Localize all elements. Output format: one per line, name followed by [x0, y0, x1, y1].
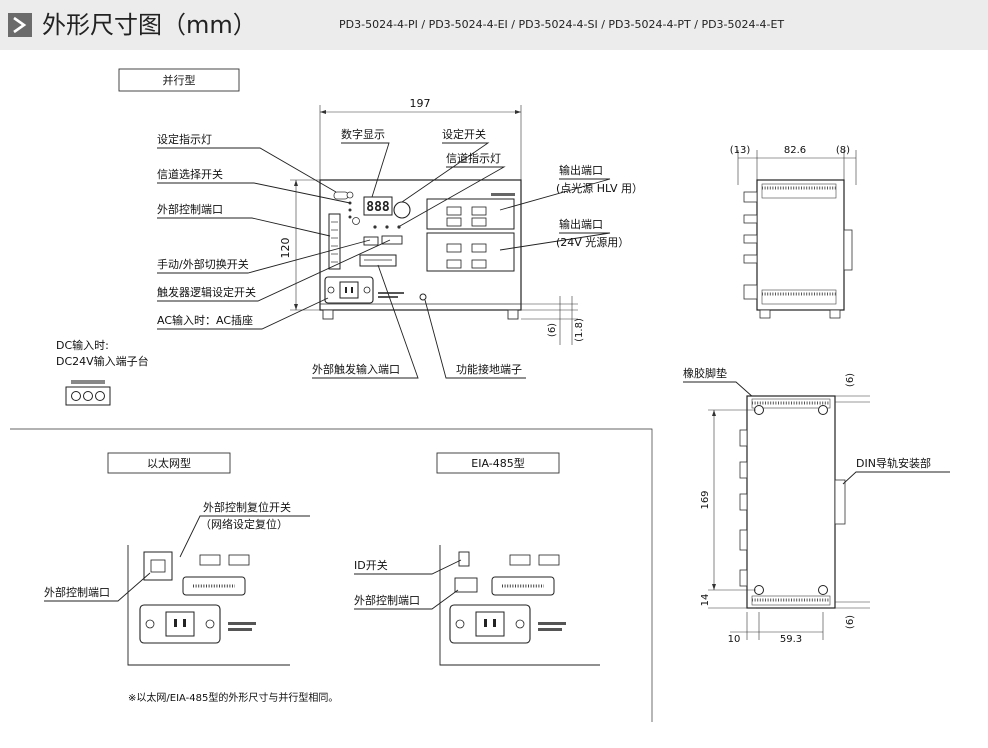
dim-foot-1-8: (1.8): [574, 318, 585, 342]
label-dc-input: DC输入时:: [56, 338, 109, 352]
page-title: 外形尺寸图（mm）: [42, 11, 257, 39]
parallel-type-label: 并行型: [163, 73, 196, 87]
ethernet-type-section: 以太网型 外部控制复位开关 （网络设定复位） 外部控制端口: [44, 452, 310, 666]
label-eia485-ext-port: 外部控制端口: [354, 593, 420, 607]
label-digital-display: 数字显示: [341, 127, 385, 141]
dim-bottom-6-top: (6): [845, 373, 856, 387]
side-view: (13) 82.6 (8): [730, 145, 857, 319]
parallel-type-box: [118, 68, 240, 92]
label-rubber-foot: 橡胶脚垫: [683, 366, 727, 380]
bottom-view: 橡胶脚垫 DIN导轨安装部 (6) 169 14 (6): [683, 366, 950, 645]
dim-side-8: (8): [836, 145, 850, 156]
label-ethernet-ext-port: 外部控制端口: [44, 585, 110, 599]
ethernet-type-box: [107, 452, 231, 474]
label-setting-indicator: 设定指示灯: [157, 132, 212, 146]
label-channel-select: 信道选择开关: [157, 167, 223, 181]
label-ext-control-port: 外部控制端口: [157, 202, 223, 216]
model-list: PD3-5024-4-PI / PD3-5024-4-EI / PD3-5024…: [339, 18, 785, 31]
parallel-type-section: 并行型 197 120 (6) (1.8): [56, 68, 643, 406]
dim-side-13: (13): [730, 145, 751, 156]
dim-bottom-10: 10: [728, 634, 741, 645]
header-bar: 外形尺寸图（mm） PD3-5024-4-PI / PD3-5024-4-EI …: [0, 0, 988, 50]
eia485-type-box: [436, 452, 560, 474]
svg-text:888: 888: [366, 200, 390, 215]
label-channel-indicator: 信道指示灯: [446, 151, 501, 165]
dc-terminal-block: [65, 380, 111, 406]
dim-foot-6: (6): [547, 323, 558, 337]
label-ac-input: AC输入时：AC插座: [157, 313, 253, 327]
label-output-port-1: 输出端口: [559, 163, 603, 177]
chevron-right-icon: [8, 13, 32, 37]
dim-bottom-169: 169: [700, 490, 711, 509]
label-output-port-1-note: (点光源 HLV 用）: [556, 181, 643, 195]
label-setting-switch: 设定开关: [442, 127, 486, 141]
label-trigger-logic: 触发器逻辑设定开关: [157, 285, 256, 299]
dim-side-82-6: 82.6: [784, 145, 806, 156]
front-panel: 888: [324, 191, 515, 304]
label-output-port-2-note: (24V 光源用）: [556, 235, 629, 249]
ethernet-type-label: 以太网型: [147, 456, 191, 470]
label-output-port-2: 输出端口: [559, 217, 603, 231]
dim-bottom-6-bot: (6): [845, 615, 856, 629]
label-ext-trigger-port: 外部触发输入端口: [312, 362, 400, 376]
lower-section-border: [10, 428, 653, 722]
foot-left: [322, 309, 334, 320]
label-ground-terminal: 功能接地端子: [456, 362, 522, 376]
label-dc24v-terminal: DC24V输入端子台: [56, 354, 149, 368]
label-reset-note: （网络设定复位）: [200, 517, 288, 531]
eia485-type-label: EIA-485型: [471, 456, 524, 470]
foot-right: [507, 309, 519, 320]
footnote: ※以太网/EIA-485型的外形尺寸与并行型相同。: [128, 691, 338, 704]
label-manual-ext-switch: 手动/外部切换开关: [157, 257, 249, 271]
dim-bottom-14: 14: [700, 594, 711, 607]
dim-height-120: 120: [279, 238, 292, 259]
eia485-type-section: EIA-485型 ID开关 外部控制端口: [354, 452, 600, 666]
dim-width-197: 197: [410, 97, 431, 110]
label-id-switch: ID开关: [354, 558, 388, 572]
label-reset-switch: 外部控制复位开关: [203, 500, 291, 514]
dim-bottom-59-3: 59.3: [780, 634, 802, 645]
label-din-rail: DIN导轨安装部: [856, 456, 931, 470]
